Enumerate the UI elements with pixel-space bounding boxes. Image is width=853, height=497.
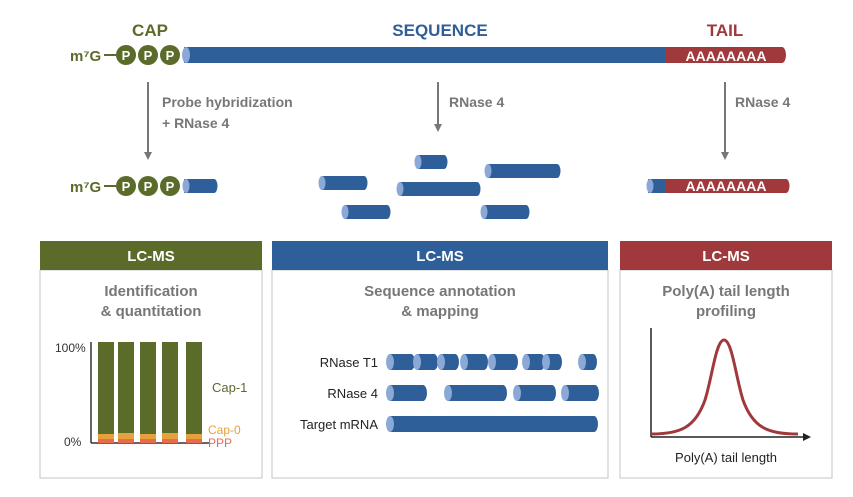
tail-step: RNase 4	[735, 94, 790, 110]
cap-bar	[186, 342, 202, 443]
sequence-fragment	[484, 164, 561, 178]
rnase-t1-fragment	[578, 354, 597, 370]
mapping-rows	[386, 354, 599, 432]
phosphate-p: P	[122, 179, 131, 194]
panel-cap-header: LC-MS	[127, 248, 175, 265]
m7g-label: m⁷G	[70, 48, 101, 65]
row-label-rnase-4: RNase 4	[327, 386, 378, 401]
panel-cap-title-line2: & quantitation	[101, 303, 202, 320]
phosphate-p: P	[144, 48, 153, 63]
rnase-t1-fragment	[437, 354, 459, 370]
tail-x-label: Poly(A) tail length	[675, 450, 777, 465]
mrna-strand: AAAAAAAA	[182, 47, 786, 64]
cap-label: CAP	[132, 21, 168, 40]
cap-bar	[98, 342, 114, 443]
rnase-4-fragment	[444, 385, 507, 401]
tail-label: TAIL	[707, 21, 744, 40]
product-m7g-label: m⁷G	[70, 179, 101, 196]
sequence-label: SEQUENCE	[392, 21, 487, 40]
panel-tail-header: LC-MS	[702, 248, 750, 265]
rnase-t1-fragment	[386, 354, 415, 370]
panel-tail-title-line2: profiling	[696, 303, 756, 320]
axis-label-100: 100%	[55, 341, 86, 355]
product-phosphate-group: P P P	[116, 176, 180, 196]
sequence-fragment	[396, 182, 481, 196]
row-label-target-mrna: Target mRNA	[300, 417, 378, 432]
rnase-t1-fragment	[413, 354, 438, 370]
sequence-fragment	[480, 205, 530, 219]
sequence-fragment	[341, 205, 391, 219]
sequence-fragment	[414, 155, 448, 169]
cap-bar	[162, 342, 178, 443]
rnase-t1-fragment	[542, 354, 562, 370]
target-mrna-bar	[386, 416, 598, 432]
panel-seq-title-line2: & mapping	[401, 303, 479, 320]
panel-cap-title-line1: Identification	[104, 283, 197, 300]
tail-fragment: AAAAAAAA	[646, 178, 790, 194]
phosphate-p: P	[166, 48, 175, 63]
rnase-t1-fragment	[522, 354, 545, 370]
rnase-4-fragment	[513, 385, 556, 401]
sequence-fragment	[318, 176, 368, 190]
phosphate-p: P	[122, 48, 131, 63]
polya-tail-text: AAAAAAAA	[686, 48, 767, 64]
panel-tail: LC-MS Poly(A) tail length profiling Poly…	[619, 241, 833, 479]
cap-step-line2: + RNase 4	[162, 115, 230, 131]
legend-cap0: Cap-0	[208, 423, 241, 437]
rnase-4-fragment	[386, 385, 427, 401]
phosphate-p: P	[144, 179, 153, 194]
tail-axis-arrowhead	[803, 433, 811, 441]
sequence-fragments	[318, 155, 561, 219]
rnase-t1-fragment	[460, 354, 488, 370]
cap-step-line1: Probe hybridization	[162, 94, 293, 110]
phosphate-group: P P P	[116, 45, 180, 65]
cap-bar	[118, 342, 134, 443]
panel-sequence: LC-MS Sequence annotation & mapping RNas…	[271, 241, 609, 479]
sequence-step: RNase 4	[449, 94, 504, 110]
panel-seq-header: LC-MS	[416, 248, 464, 265]
cap-bar	[140, 342, 156, 443]
panel-seq-title-line1: Sequence annotation	[364, 283, 516, 300]
tail-length-distribution-curve	[650, 338, 799, 436]
legend-cap1: Cap-1	[212, 380, 247, 395]
rnase-4-fragment	[561, 385, 599, 401]
row-label-rnase-t1: RNase T1	[320, 355, 378, 370]
axis-label-0: 0%	[64, 435, 82, 449]
panel-cap: LC-MS Identification & quantitation 100%…	[39, 241, 263, 479]
cap-bars	[98, 342, 202, 443]
legend-ppp: PPP	[208, 436, 232, 450]
rnase-t1-fragment	[488, 354, 518, 370]
phosphate-p: P	[166, 179, 175, 194]
fragment-polya-text: AAAAAAAA	[686, 178, 767, 194]
cap-fragment	[182, 179, 218, 193]
panel-tail-title-line1: Poly(A) tail length	[662, 283, 790, 300]
